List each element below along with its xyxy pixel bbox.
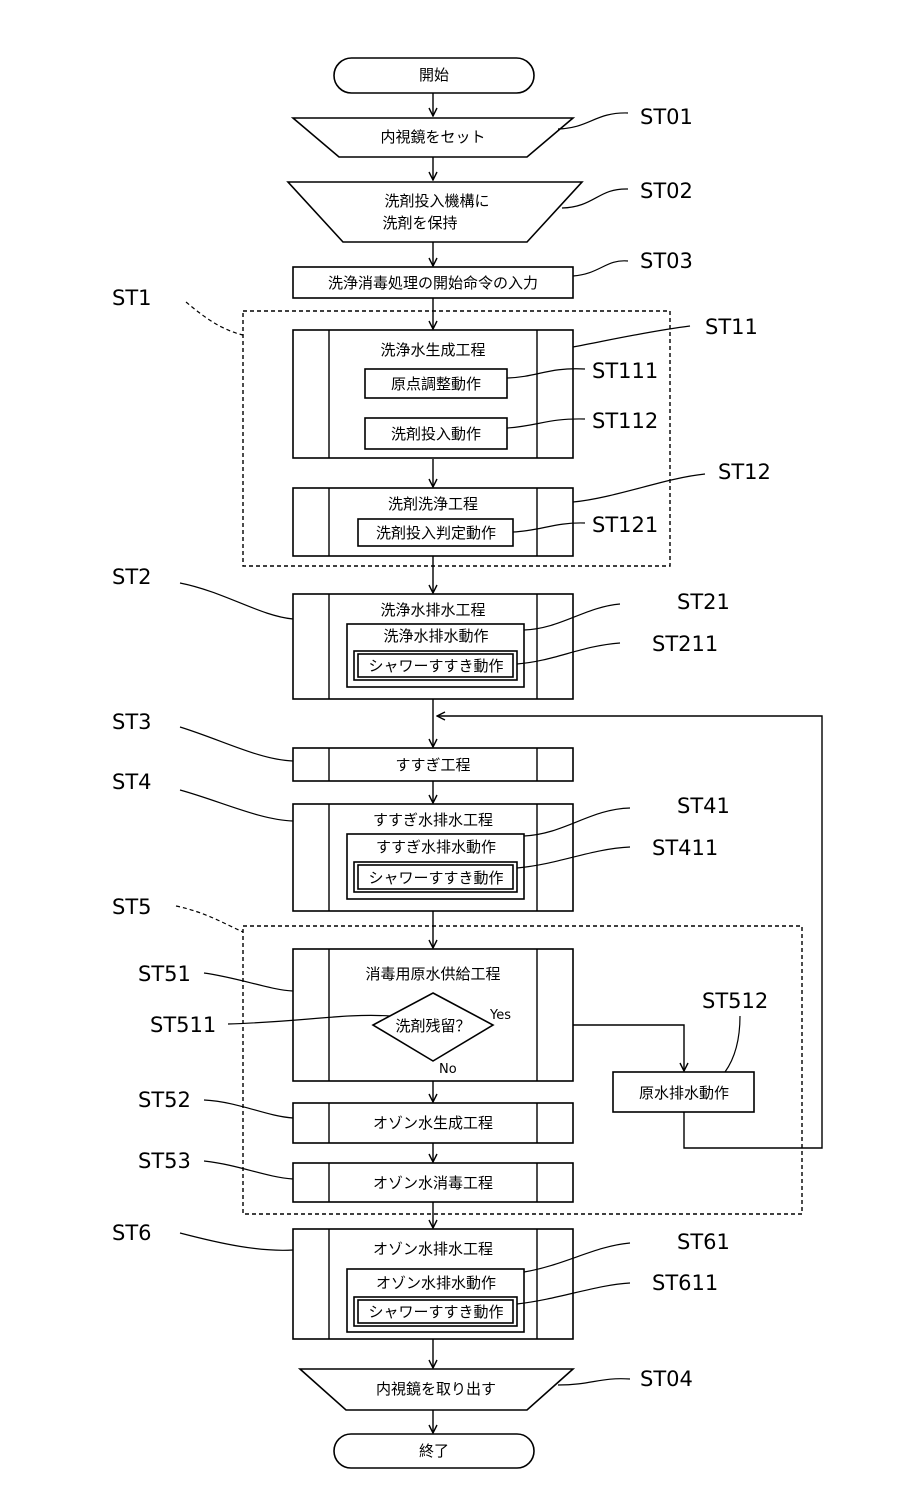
step-st03-start-command: 洗浄消毒処理の開始命令の入力 <box>293 267 573 298</box>
st512-label: 原水排水動作 <box>639 1084 729 1102</box>
st02-label-line1: 洗剤投入機構に <box>384 192 489 210</box>
start-label: 開始 <box>419 66 449 84</box>
ref-st4: ST4 <box>112 770 152 794</box>
st41-label: すすぎ水排水動作 <box>376 838 496 856</box>
start-terminal: 開始 <box>334 58 534 93</box>
st03-label: 洗浄消毒処理の開始命令の入力 <box>328 274 538 292</box>
step-st01-set-endoscope: 内視鏡をセット <box>293 118 573 157</box>
end-label: 終了 <box>419 1442 449 1460</box>
st04-label: 内視鏡を取り出す <box>376 1380 496 1398</box>
st121-label: 洗剤投入判定動作 <box>376 524 496 542</box>
ref-st121: ST121 <box>592 513 658 537</box>
ref-st02: ST02 <box>640 179 693 203</box>
ref-st11: ST11 <box>705 315 758 339</box>
ref-st2: ST2 <box>112 565 152 589</box>
st51-label: 消毒用原水供給工程 <box>365 965 500 983</box>
ref-st03: ST03 <box>640 249 693 273</box>
st21-label: 洗浄水排水動作 <box>383 627 488 645</box>
st61-label: オゾン水排水動作 <box>376 1274 496 1292</box>
step-st12-detergent-cleaning: 洗剤洗浄工程 洗剤投入判定動作 <box>293 488 573 556</box>
step-st04-remove-endoscope: 内視鏡を取り出す <box>300 1369 573 1410</box>
st511-label: 洗剤残留？ <box>395 1017 470 1035</box>
ref-st5: ST5 <box>112 895 152 919</box>
step-st512-raw-water-drain: 原水排水動作 <box>613 1072 754 1112</box>
step-st11-cleaning-water-generation: 洗浄水生成工程 原点調整動作 洗剤投入動作 <box>293 330 573 458</box>
step-st4-rinse-water-drain: すすぎ水排水工程 すすぎ水排水動作 シャワーすすき動作 <box>293 804 573 911</box>
yes-label: Yes <box>489 1008 511 1023</box>
ref-st01: ST01 <box>640 105 693 129</box>
step-st3-rinse: すすぎ工程 <box>293 748 573 781</box>
st01-label: 内視鏡をセット <box>380 128 485 146</box>
step-st52-ozone-water-generation: オゾン水生成工程 <box>293 1103 573 1143</box>
ref-st21: ST21 <box>677 590 730 614</box>
st02-label-line2: 洗剤を保持 <box>382 214 457 232</box>
step-st6-ozone-water-drain: オゾン水排水工程 オゾン水排水動作 シャワーすすき動作 <box>293 1229 573 1339</box>
ref-st12: ST12 <box>718 460 771 484</box>
ref-st6: ST6 <box>112 1221 152 1245</box>
st611-label: シャワーすすき動作 <box>368 1303 503 1321</box>
no-label: No <box>439 1062 457 1077</box>
ref-st1: ST1 <box>112 286 152 310</box>
st3-label: すすぎ工程 <box>395 756 470 774</box>
ref-st211: ST211 <box>652 632 718 656</box>
ref-st53: ST53 <box>138 1149 191 1173</box>
st12-label: 洗剤洗浄工程 <box>388 495 478 513</box>
step-st02-hold-detergent: 洗剤投入機構に 洗剤を保持 <box>288 182 582 242</box>
st4-label: すすぎ水排水工程 <box>373 811 493 829</box>
st411-label: シャワーすすき動作 <box>368 869 503 887</box>
ref-st51: ST51 <box>138 962 191 986</box>
st6-label: オゾン水排水工程 <box>373 1240 493 1258</box>
ref-st112: ST112 <box>592 409 658 433</box>
ref-st3: ST3 <box>112 710 152 734</box>
ref-st41: ST41 <box>677 794 730 818</box>
st211-label: シャワーすすき動作 <box>368 657 503 675</box>
st111-label: 原点調整動作 <box>391 375 481 393</box>
st112-label: 洗剤投入動作 <box>391 425 481 443</box>
ref-st111: ST111 <box>592 359 658 383</box>
ref-st611: ST611 <box>652 1271 718 1295</box>
step-st2-cleaning-water-drain: 洗浄水排水工程 洗浄水排水動作 シャワーすすき動作 <box>293 594 573 699</box>
ref-st52: ST52 <box>138 1088 191 1112</box>
ref-st511: ST511 <box>150 1013 216 1037</box>
end-terminal: 終了 <box>334 1434 534 1468</box>
ref-st411: ST411 <box>652 836 718 860</box>
ref-st04: ST04 <box>640 1367 693 1391</box>
ref-st61: ST61 <box>677 1230 730 1254</box>
st11-label: 洗浄水生成工程 <box>380 341 485 359</box>
ref-st512: ST512 <box>702 989 768 1013</box>
st2-label: 洗浄水排水工程 <box>380 601 485 619</box>
step-st53-ozone-water-disinfection: オゾン水消毒工程 <box>293 1163 573 1202</box>
st53-label: オゾン水消毒工程 <box>373 1174 493 1192</box>
st52-label: オゾン水生成工程 <box>373 1114 493 1132</box>
